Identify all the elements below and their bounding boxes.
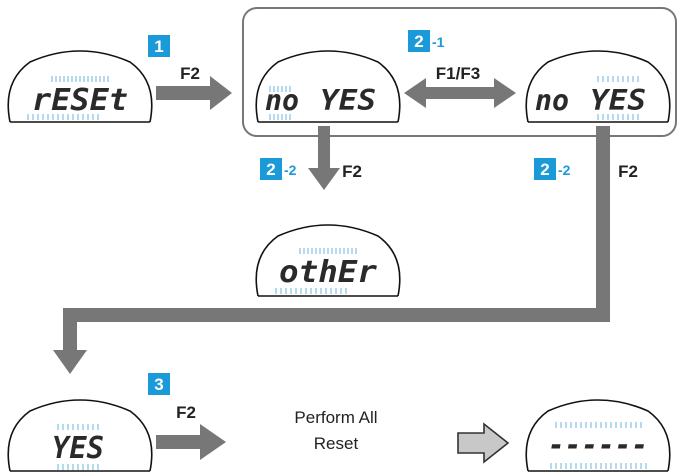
right-arrow-icon <box>156 76 232 110</box>
blink-marks-top <box>51 76 109 82</box>
svg-text:1: 1 <box>154 37 163 56</box>
blink-marks-top <box>299 248 357 254</box>
svg-text:2: 2 <box>266 160 275 179</box>
svg-text:3: 3 <box>154 375 163 394</box>
blink-marks-bottom <box>27 114 99 120</box>
right-arrow-icon <box>156 424 226 460</box>
hollow-right-arrow-icon <box>457 422 510 464</box>
lcd-text-no: no <box>265 84 299 117</box>
lcd-display-reset: rESEt <box>7 50 153 123</box>
lcd-text-yes: YES <box>590 84 646 117</box>
perform-label-line1: Perform All <box>294 408 377 427</box>
step-sub-label: -1 <box>432 34 445 50</box>
step2-group-frame <box>242 7 677 137</box>
step-badge-2-2-left: 2 -2 <box>260 158 297 180</box>
lcd-text-no: no <box>535 84 569 117</box>
down-arrow-icon <box>53 126 610 374</box>
lcd-text: rESEt <box>32 83 128 118</box>
step-sub-label: -2 <box>284 162 297 178</box>
lcd-display-yes: YES <box>7 399 153 472</box>
step-badge-3: 3 <box>148 373 170 395</box>
lcd-display-dashes: ------ <box>525 399 671 472</box>
lcd-display-no-selected: no YES <box>255 50 401 123</box>
step-badge-1: 1 <box>148 35 170 57</box>
blink-marks-yes <box>597 76 639 120</box>
lcd-display-yes-selected: no YES <box>525 50 671 123</box>
blink-marks-no <box>269 86 291 120</box>
lcd-text-yes: YES <box>320 84 376 117</box>
key-label-f2: F2 <box>342 162 362 181</box>
svg-text:2: 2 <box>414 32 423 51</box>
step-badge-2-2-right: 2 -2 <box>534 158 571 180</box>
blink-marks-bottom <box>275 288 347 294</box>
lcd-display-other: othEr <box>255 224 401 297</box>
step-sub-label: -2 <box>558 162 571 178</box>
double-arrow-icon <box>404 78 516 108</box>
lcd-text: ------ <box>548 428 648 463</box>
blink-marks-top <box>555 422 642 428</box>
lcd-text: othEr <box>279 255 377 290</box>
key-label-f2: F2 <box>618 162 638 181</box>
key-label-f1-f3: F1/F3 <box>436 64 480 83</box>
perform-label-line2: Reset <box>314 434 359 453</box>
step-badge-2-1: 2 -1 <box>408 30 445 52</box>
svg-text:2: 2 <box>540 160 549 179</box>
blink-marks-bottom <box>550 463 647 469</box>
key-label-f2: F2 <box>176 403 196 422</box>
blink-marks <box>57 424 99 470</box>
down-arrow-icon <box>308 126 340 190</box>
key-label-f2: F2 <box>180 64 200 83</box>
lcd-text: YES <box>52 431 104 466</box>
